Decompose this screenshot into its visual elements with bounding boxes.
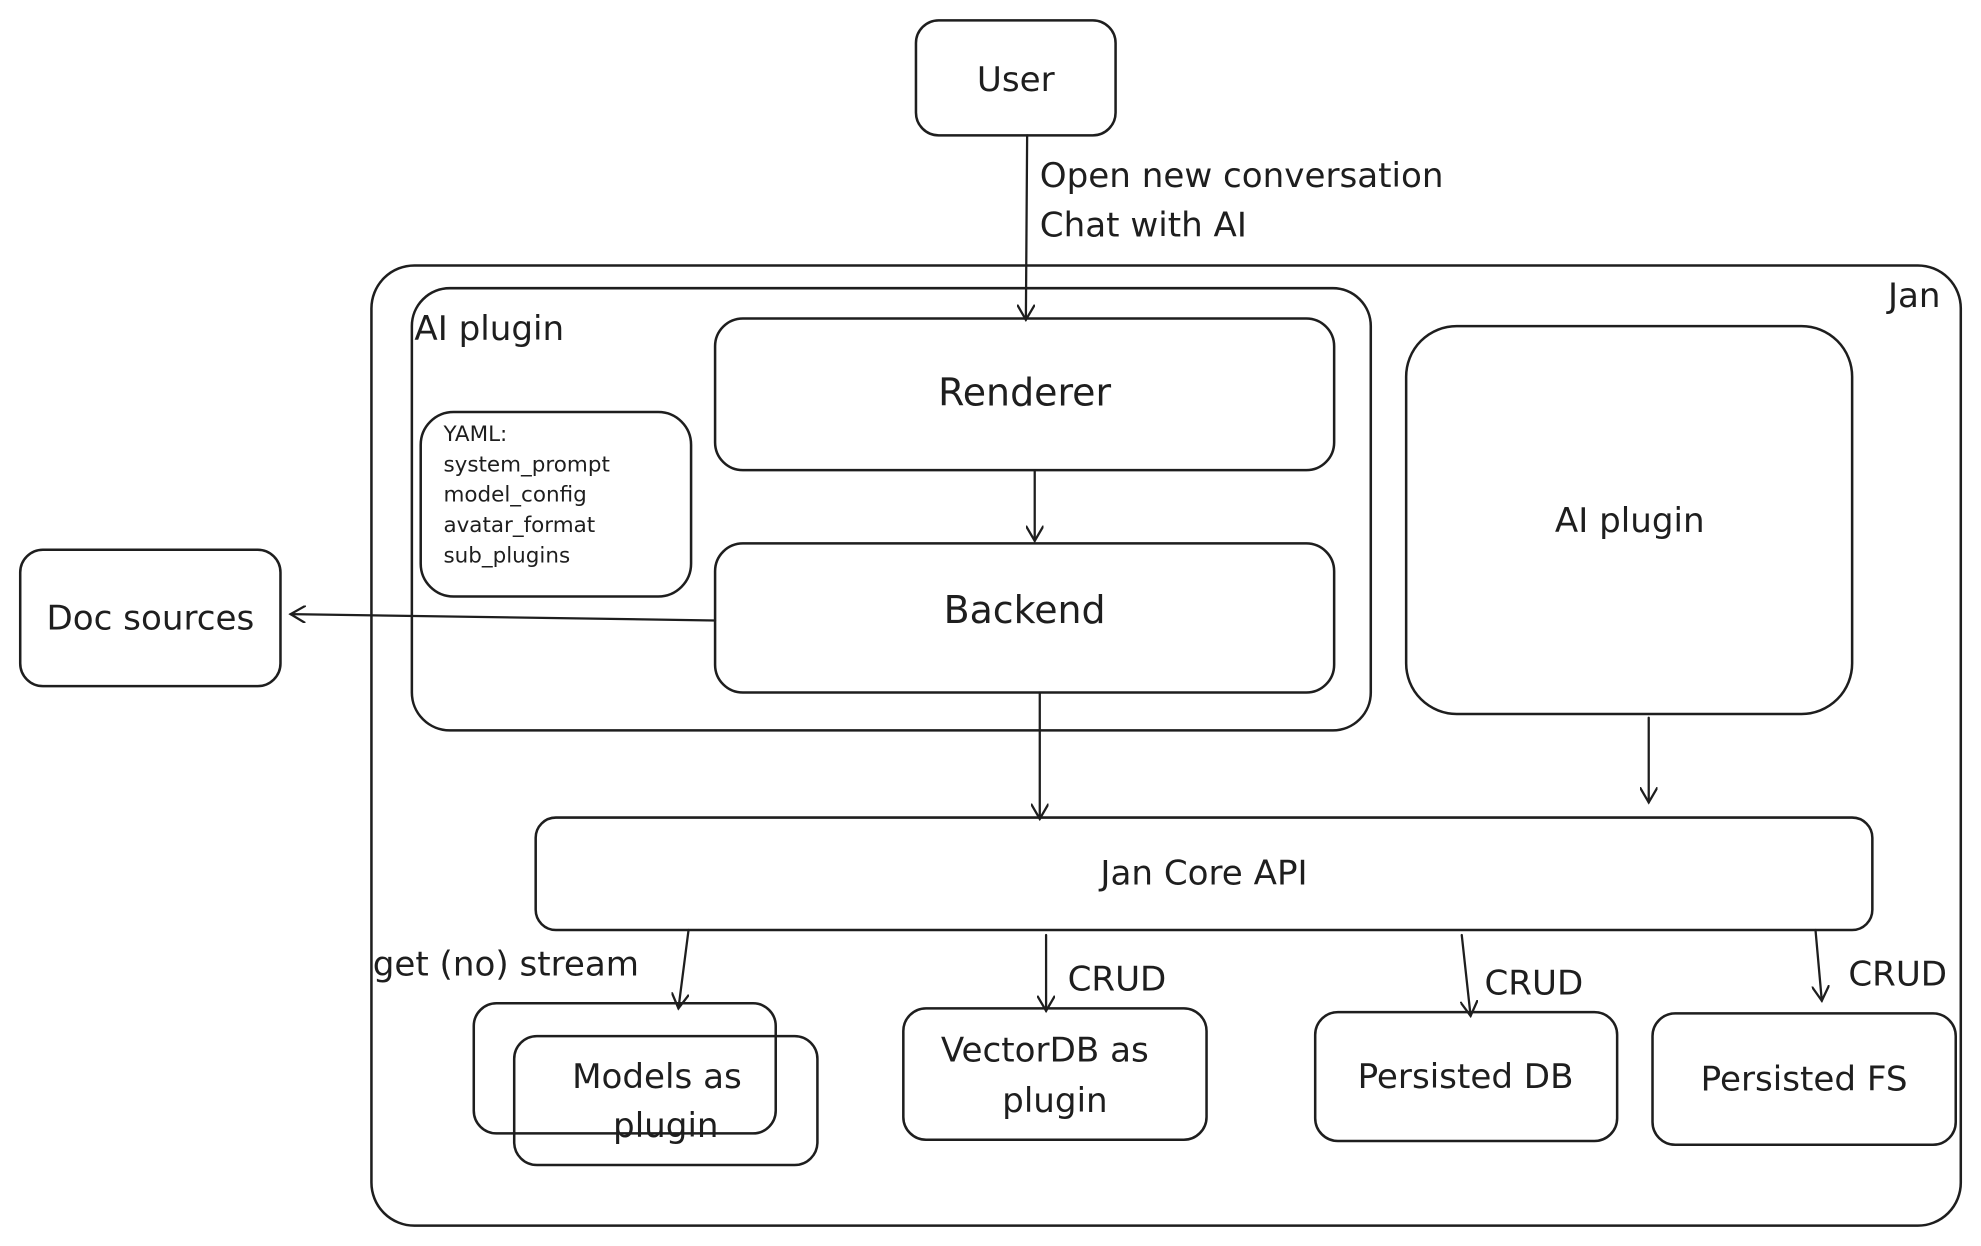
backend-node: Backend <box>713 542 1336 694</box>
user-label: User <box>977 60 1056 100</box>
arrow-backend-to-doc-sources <box>291 614 717 620</box>
edge-label-open-conversation: Open new conversation <box>1040 156 1444 196</box>
vectordb-label-line1: VectorDB as <box>941 1030 1149 1070</box>
ai-plugin-group-label: AI plugin <box>414 309 564 349</box>
models-label-line1: Models as <box>572 1057 742 1097</box>
doc-sources-node: Doc sources <box>18 548 282 688</box>
arrow-core-to-models <box>678 928 690 1008</box>
yaml-config-node: YAML: system_prompt model_config avatar_… <box>419 410 693 598</box>
persisted-db-node: Persisted DB <box>1313 1010 1619 1143</box>
edge-label-crud-db: CRUD <box>1484 963 1583 1003</box>
yaml-line: YAML: <box>442 422 507 447</box>
yaml-line: model_config <box>443 483 586 508</box>
core-api-node: Jan Core API <box>534 816 1874 932</box>
edge-label-crud-fs: CRUD <box>1848 955 1947 995</box>
arrow-core-to-db <box>1462 933 1471 1016</box>
renderer-node: Renderer <box>713 317 1336 472</box>
jan-label: Jan <box>1886 276 1941 316</box>
persisted-db-label: Persisted DB <box>1358 1057 1574 1097</box>
jan-container: Jan <box>370 264 1963 1227</box>
edge-label-get-stream: get (no) stream <box>373 944 639 984</box>
ai-plugin-group: AI plugin <box>410 286 1373 732</box>
backend-label: Backend <box>944 588 1106 632</box>
doc-sources-label: Doc sources <box>46 598 254 638</box>
models-label-line2: plugin <box>613 1106 719 1146</box>
arrow-user-to-renderer <box>1026 134 1027 319</box>
user-node: User <box>914 19 1117 137</box>
vectordb-node: VectorDB as plugin <box>902 1007 1208 1141</box>
persisted-fs-node: Persisted FS <box>1651 1012 1957 1147</box>
renderer-label: Renderer <box>938 371 1111 415</box>
arrow-core-to-fs <box>1815 928 1821 1001</box>
vectordb-label-line2: plugin <box>1002 1081 1108 1121</box>
yaml-line: avatar_format <box>443 513 595 538</box>
core-api-label: Jan Core API <box>1098 854 1307 894</box>
edge-label-chat-with-ai: Chat with AI <box>1040 205 1247 245</box>
edge-label-crud-vectordb: CRUD <box>1068 960 1167 1000</box>
persisted-fs-label: Persisted FS <box>1701 1059 1908 1099</box>
ai-plugin-right-node: AI plugin <box>1404 324 1854 716</box>
ai-plugin-right-label: AI plugin <box>1555 501 1705 541</box>
yaml-line: system_prompt <box>443 452 609 477</box>
yaml-line: sub_plugins <box>443 543 570 568</box>
models-node: Models as plugin <box>472 1002 819 1167</box>
